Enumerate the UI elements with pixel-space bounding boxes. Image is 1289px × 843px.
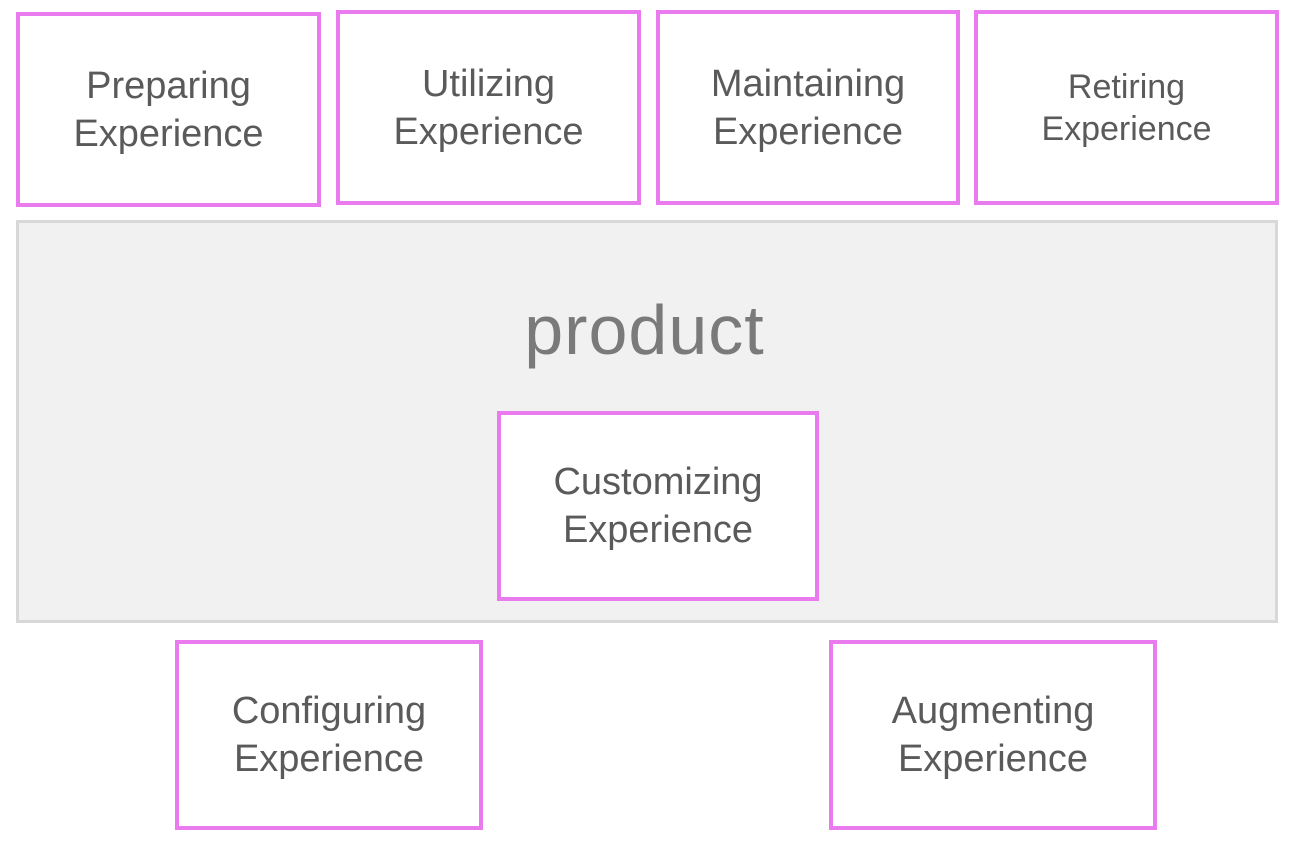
configuring-line2: Experience bbox=[233, 738, 425, 780]
augmenting-experience-box: Augmenting Experience bbox=[829, 640, 1157, 830]
utilizing-line1: Utilizing bbox=[421, 62, 556, 105]
configuring-line1: Configuring bbox=[231, 690, 427, 732]
retiring-experience-box: Retiring Experience bbox=[974, 10, 1279, 205]
augmenting-line1: Augmenting bbox=[891, 690, 1095, 732]
retiring-line1: Retiring bbox=[1067, 67, 1186, 106]
maintaining-experience-box: Maintaining Experience bbox=[656, 10, 960, 205]
customizing-line1: Customizing bbox=[553, 461, 763, 503]
utilizing-experience-box: Utilizing Experience bbox=[336, 10, 641, 205]
preparing-line1: Preparing bbox=[86, 64, 251, 107]
preparing-experience-box: Preparing Experience bbox=[16, 12, 321, 207]
product-label: product bbox=[524, 291, 765, 369]
maintaining-line1: Maintaining bbox=[710, 62, 906, 105]
augmenting-line2: Experience bbox=[897, 738, 1089, 780]
customizing-experience-box: Customizing Experience bbox=[497, 411, 819, 601]
customizing-line2: Experience bbox=[562, 509, 754, 551]
configuring-experience-box: Configuring Experience bbox=[175, 640, 483, 830]
retiring-line2: Experience bbox=[1041, 109, 1212, 148]
preparing-line2: Experience bbox=[73, 112, 264, 155]
maintaining-line2: Experience bbox=[712, 110, 904, 153]
utilizing-line2: Experience bbox=[393, 110, 584, 153]
